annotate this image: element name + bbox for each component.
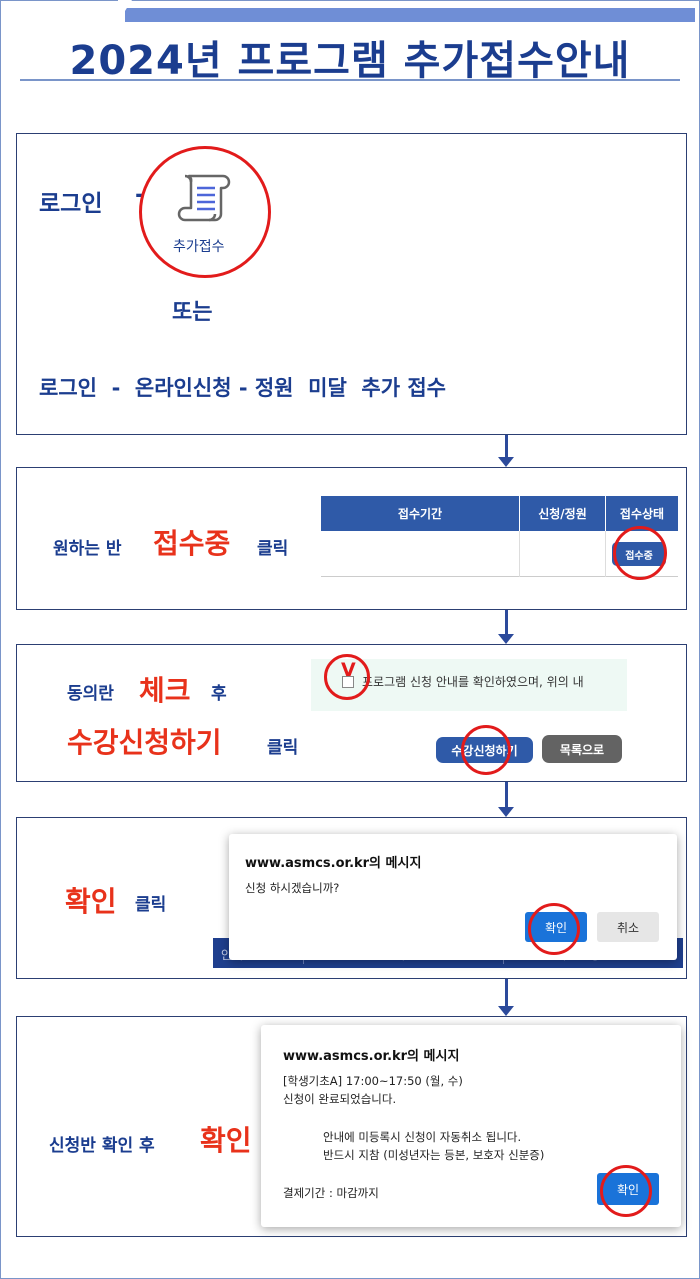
- step4-text-post: 클릭: [135, 895, 167, 915]
- step4-highlight: 확인: [65, 885, 117, 918]
- confirm-dialog: www.asmcs.or.kr의 메시지 신청 하시겠습니까? 확인 취소: [229, 834, 677, 960]
- step3-line1-post: 후: [211, 684, 227, 704]
- highlight-circle: [613, 526, 667, 580]
- arrow-down-icon: [498, 782, 514, 817]
- dash-label: -: [135, 182, 145, 208]
- table-header-status: 접수상태: [606, 496, 678, 531]
- step5-text-pre: 신청반 확인 후: [49, 1136, 155, 1156]
- dialog-line: 안내에 미등록시 신청이 자동취소 됩니다.: [323, 1130, 522, 1144]
- step3-box: 동의란 체크 후 수강신청하기 클릭 프로그램 신청 안내를 확인하였으며, 위…: [16, 644, 687, 782]
- step3-line1-pre: 동의란: [67, 684, 114, 704]
- dialog-title: www.asmcs.or.kr의 메시지: [245, 856, 422, 871]
- highlight-circle: [600, 1165, 652, 1217]
- arrow-down-icon: [498, 435, 514, 467]
- table-header-period: 접수기간: [321, 496, 519, 531]
- step4-box: 확인 클릭 안내 프로그램 안내 온라인신청 www.asmcs.or.kr의 …: [16, 817, 687, 979]
- step5-highlight: 확인: [200, 1124, 252, 1157]
- table-header-capacity: 신청/정원: [520, 496, 605, 531]
- page-title: 2024년 프로그램 추가접수안내: [69, 38, 631, 84]
- title-underline: [20, 79, 680, 81]
- dialog-message: 신청 하시겠습니까?: [245, 881, 340, 895]
- step3-line1-highlight: 체크: [139, 674, 191, 707]
- arrow-down-icon: [498, 979, 514, 1016]
- corner-notch: [118, 0, 132, 22]
- agree-text: 프로그램 신청 안내를 확인하였으며, 위의 내: [362, 675, 584, 689]
- dialog-line: [학생기초A] 17:00~17:50 (월, 수): [283, 1074, 463, 1088]
- or-label: 또는: [172, 300, 213, 325]
- dialog-line: 신청이 완료되었습니다.: [283, 1092, 397, 1106]
- login-label: 로그인: [39, 191, 103, 217]
- step2-highlight: 접수중: [153, 527, 231, 560]
- table-row: [321, 531, 678, 577]
- dialog-line: 결제기간 : 마감까지: [283, 1186, 379, 1200]
- dialog-title: www.asmcs.or.kr의 메시지: [283, 1049, 460, 1064]
- step3-line2-highlight: 수강신청하기: [67, 726, 222, 759]
- list-button[interactable]: 목록으로: [542, 735, 622, 763]
- step2-text-post: 클릭: [257, 539, 289, 559]
- top-strip: [125, 8, 695, 22]
- highlight-circle: [324, 654, 370, 700]
- step5-box: 신청반 확인 후 확인 클릭 www.asmcs.or.kr의 메시지 [학생기…: [16, 1016, 687, 1237]
- step3-line2-post: 클릭: [267, 738, 299, 758]
- menu-path-label: 로그인 - 온라인신청 - 정원 미달 추가 접수: [39, 376, 446, 400]
- highlight-circle: [461, 725, 511, 775]
- highlight-circle: [528, 903, 580, 955]
- step1-box: 로그인 - 추가접수 또는 로그인 - 온라인신청 - 정원 미달 추가 접수: [16, 133, 687, 435]
- step2-box: 원하는 반 접수중 클릭 접수기간 신청/정원 접수상태 접수중: [16, 467, 687, 610]
- arrow-down-icon: [498, 610, 514, 644]
- dialog-cancel-button[interactable]: 취소: [597, 912, 659, 942]
- highlight-circle: [139, 146, 271, 278]
- dialog-line: 반드시 지참 (미성년자는 등본, 보호자 신분증): [323, 1148, 545, 1162]
- step2-text-pre: 원하는 반: [53, 539, 122, 559]
